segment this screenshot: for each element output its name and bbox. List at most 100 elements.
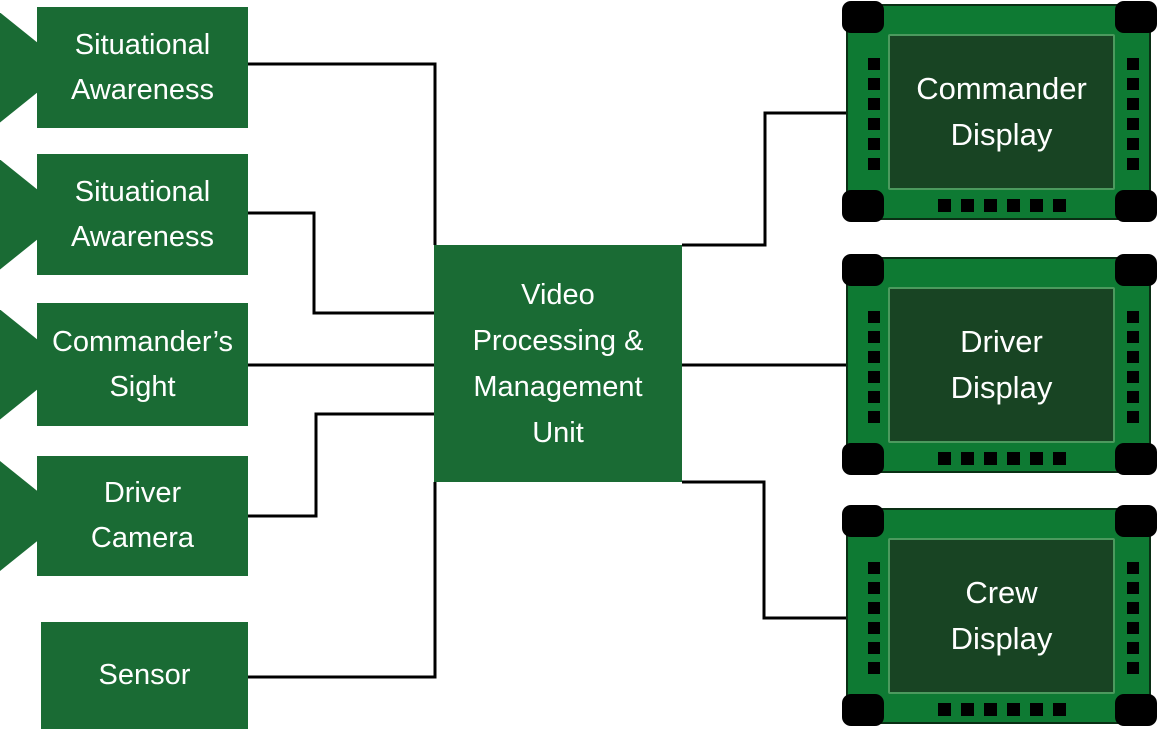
indicator-dot (868, 602, 880, 614)
indicator-dot (1052, 198, 1066, 212)
source-label: Situational Awareness (71, 175, 214, 253)
indicator-dot (868, 642, 880, 654)
indicator-dot (868, 351, 880, 363)
connector-sa1-to-vpmu (248, 62, 437, 245)
display-label: Driver Display (950, 324, 1053, 405)
indicator-dot (1127, 118, 1139, 130)
indicator-dot (868, 662, 880, 674)
indicator-dot (1029, 702, 1043, 716)
vpmu-label: Video Processing & Management Unit (472, 278, 644, 449)
indicator-dot (983, 702, 997, 716)
right-mount-dots (1127, 538, 1139, 698)
corner-mount-block (842, 190, 884, 222)
commander-display-unit: Commander Display (842, 1, 1157, 222)
indicator-dot (868, 78, 880, 90)
indicator-dot (1127, 411, 1139, 423)
indicator-dot (868, 118, 880, 130)
indicator-dot (983, 198, 997, 212)
corner-mount-block (842, 694, 884, 726)
indicator-dot (1127, 78, 1139, 90)
indicator-dot (1006, 702, 1020, 716)
camera-lens-cone (0, 309, 37, 420)
indicator-dot (868, 158, 880, 170)
corner-mount-block (1115, 254, 1157, 286)
video-processing-management-unit: Video Processing & Management Unit (434, 245, 682, 482)
left-mount-dots (868, 538, 880, 698)
corner-mount-block (1115, 190, 1157, 222)
source-box-driver-camera: Driver Camera (0, 456, 248, 576)
camera-lens-cone (0, 159, 37, 270)
corner-mount-block (1115, 443, 1157, 475)
indicator-dot (1127, 602, 1139, 614)
source-label: Driver Camera (90, 477, 195, 554)
indicator-dot (983, 451, 997, 465)
indicator-dot (868, 411, 880, 423)
bottom-mount-dots (888, 702, 1115, 716)
indicator-dot (960, 198, 974, 212)
indicator-dot (1127, 582, 1139, 594)
connector-sa2-to-vpmu (248, 211, 434, 315)
indicator-dot (960, 702, 974, 716)
indicator-dot (868, 138, 880, 150)
corner-mount-block (1115, 1, 1157, 33)
indicator-dot (1127, 391, 1139, 403)
corner-mount-block (1115, 694, 1157, 726)
display-screen: Commander Display (888, 34, 1115, 190)
left-mount-dots (868, 287, 880, 447)
indicator-dot (1127, 98, 1139, 110)
driver-display-unit: Driver Display (842, 254, 1157, 475)
indicator-dot (1127, 311, 1139, 323)
indicator-dot (868, 582, 880, 594)
indicator-dot (1127, 371, 1139, 383)
indicator-dot (1052, 451, 1066, 465)
indicator-dot (868, 98, 880, 110)
indicator-dot (868, 371, 880, 383)
indicator-dot (1006, 451, 1020, 465)
display-label: Commander Display (916, 71, 1087, 152)
indicator-dot (937, 198, 951, 212)
bottom-mount-dots (888, 198, 1115, 212)
corner-mount-block (842, 443, 884, 475)
connector-vpmu-to-crew (682, 480, 846, 620)
indicator-dot (868, 562, 880, 574)
indicator-dot (1127, 158, 1139, 170)
display-screen: Crew Display (888, 538, 1115, 694)
connector-camera-to-vpmu (248, 412, 434, 518)
indicator-dot (937, 451, 951, 465)
indicator-dot (1127, 642, 1139, 654)
indicator-dot (1029, 198, 1043, 212)
source-label: Sensor (98, 659, 191, 691)
source-box-commanders-sight: Commander’s Sight (0, 303, 248, 426)
connector-sensor-to-vpmu (248, 482, 437, 679)
corner-mount-block (842, 254, 884, 286)
indicator-dot (1127, 622, 1139, 634)
corner-mount-block (842, 505, 884, 537)
camera-lens-cone (0, 461, 37, 571)
indicator-dot (868, 311, 880, 323)
indicator-dot (1127, 138, 1139, 150)
left-mount-dots (868, 34, 880, 194)
indicator-dot (1052, 702, 1066, 716)
indicator-dot (1127, 562, 1139, 574)
display-screen: Driver Display (888, 287, 1115, 443)
indicator-dot (1127, 662, 1139, 674)
right-mount-dots (1127, 287, 1139, 447)
right-mount-dots (1127, 34, 1139, 194)
indicator-dot (1127, 331, 1139, 343)
source-box-situational-awareness-1: Situational Awareness (0, 7, 248, 128)
indicator-dot (1127, 351, 1139, 363)
bottom-mount-dots (888, 451, 1115, 465)
camera-lens-cone (0, 12, 37, 123)
indicator-dot (1006, 198, 1020, 212)
indicator-dot (868, 391, 880, 403)
indicator-dot (1029, 451, 1043, 465)
indicator-dot (960, 451, 974, 465)
crew-display-unit: Crew Display (842, 505, 1157, 726)
source-label: Commander’s Sight (51, 325, 234, 403)
corner-mount-block (842, 1, 884, 33)
source-label: Situational Awareness (71, 28, 214, 106)
indicator-dot (868, 331, 880, 343)
indicator-dot (937, 702, 951, 716)
corner-mount-block (1115, 505, 1157, 537)
